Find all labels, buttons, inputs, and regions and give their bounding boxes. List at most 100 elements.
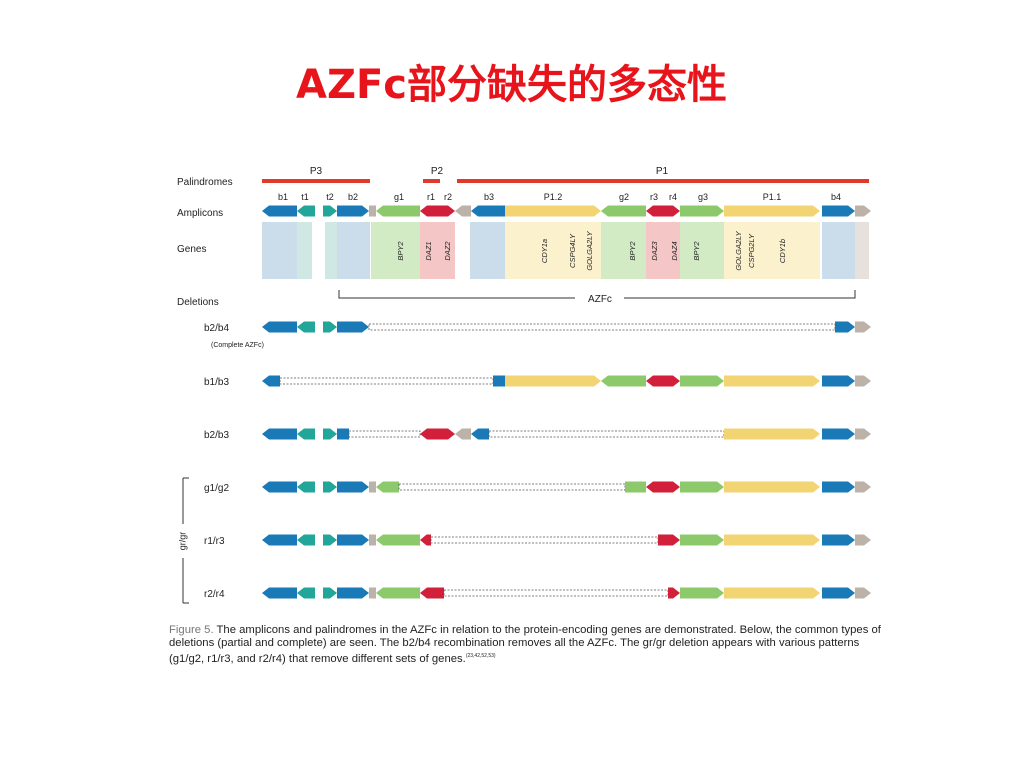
- amplicon-label: g1: [394, 192, 404, 202]
- amplicon-label: t1: [301, 192, 309, 202]
- amp-gray-end: [855, 481, 871, 493]
- amp-gray: [455, 428, 471, 440]
- figure-caption: Figure 5. The amplicons and palindromes …: [169, 624, 881, 666]
- gene-label: GOLGA2LY: [734, 230, 743, 270]
- amp-g1: [376, 205, 420, 217]
- deletion-label: b2/b4: [204, 323, 229, 334]
- amp-r3: [646, 481, 663, 493]
- amplicon-label: r1: [427, 192, 435, 202]
- amp-b4: [822, 375, 855, 387]
- deleted-region: [368, 323, 836, 331]
- amp-g3: [680, 481, 724, 493]
- amp-t1: [297, 534, 315, 546]
- amplicon-label: t2: [326, 192, 334, 202]
- amp-b1: [262, 481, 297, 493]
- amp-t2: [323, 481, 337, 493]
- amp-r1: [420, 534, 431, 546]
- gene-band: [337, 222, 370, 279]
- amplicon-label: b1: [278, 192, 288, 202]
- amp-b4: [822, 587, 855, 599]
- gene-band: [325, 222, 337, 279]
- caption-refs: (23,42,52,53): [465, 653, 496, 659]
- deleted-region: [488, 430, 725, 438]
- amp-g2: [601, 205, 646, 217]
- gene-label: CDY1b: [778, 239, 787, 263]
- deleted-region: [348, 430, 421, 438]
- amp-r4: [663, 481, 680, 493]
- amp-b2: [337, 428, 349, 440]
- spacer-gray: [369, 587, 376, 599]
- amp-b2: [337, 205, 369, 217]
- palindrome-label: P1: [656, 166, 669, 177]
- deletion-label: b2/b3: [204, 430, 229, 441]
- amplicon-label: g3: [698, 192, 708, 202]
- gene-band: [297, 222, 312, 279]
- amp-g2: [601, 375, 646, 387]
- amplicon-label: b2: [348, 192, 358, 202]
- amp-r3: [646, 205, 663, 217]
- amplicon-label: b4: [831, 192, 841, 202]
- gene-label: DAZ3: [650, 241, 659, 261]
- amplicon-label: P1.1: [763, 192, 782, 202]
- palindrome-bar: [457, 179, 869, 183]
- gene-label: DAZ2: [443, 241, 452, 261]
- deleted-region: [279, 377, 494, 385]
- amp-r4: [663, 534, 680, 546]
- palindromes-label: Palindromes: [177, 177, 233, 188]
- amplicon-label: r2: [444, 192, 452, 202]
- amp-g1: [376, 534, 420, 546]
- amp-t2: [323, 534, 337, 546]
- amp-gray-end: [855, 321, 871, 333]
- gene-label: CSPG4LY: [568, 233, 577, 268]
- amp-g3: [680, 587, 724, 599]
- amp-p11: [724, 534, 820, 546]
- deletion-label: r2/r4: [204, 589, 225, 600]
- amp-b1: [262, 428, 297, 440]
- amp-t2: [323, 587, 337, 599]
- gene-label: DAZ1: [424, 241, 433, 260]
- spacer-gray: [369, 481, 376, 493]
- palindrome-bar: [262, 179, 370, 183]
- amp-r2: [438, 587, 444, 599]
- spacer-gray: [369, 534, 376, 546]
- amp-gray: [455, 205, 471, 217]
- gene-label: CDY1a: [540, 239, 549, 263]
- amp-b4: [822, 205, 855, 217]
- amp-gray-end: [855, 375, 871, 387]
- amp-r2: [438, 428, 455, 440]
- amp-r1: [420, 587, 438, 599]
- amp-t2: [323, 205, 337, 217]
- gene-band: [505, 222, 601, 279]
- amp-g1: [376, 587, 420, 599]
- grgr-label: gr/gr: [177, 532, 187, 551]
- amp-b4: [822, 428, 855, 440]
- amp-b4: [835, 321, 855, 333]
- slide-title: AZFc部分缺失的多态性: [296, 62, 727, 108]
- deletion-label: r1/r3: [204, 536, 225, 547]
- amp-r4: [663, 375, 680, 387]
- deleted-region: [443, 589, 669, 597]
- deleted-region: [430, 536, 659, 544]
- amp-g3: [680, 375, 724, 387]
- amp-p11: [724, 205, 820, 217]
- azfc-bracket-left: [338, 290, 575, 299]
- amp-t1: [297, 321, 315, 333]
- amp-t2: [323, 428, 337, 440]
- gene-label: BPY2: [396, 241, 405, 261]
- amp-b1: [262, 321, 297, 333]
- amplicons-label: Amplicons: [177, 208, 223, 219]
- amp-r3: [646, 375, 663, 387]
- spacer: [315, 205, 323, 217]
- gene-band: [420, 222, 438, 279]
- amp-t1: [297, 587, 315, 599]
- amp-gray-end: [855, 534, 871, 546]
- amp-r2: [438, 205, 455, 217]
- gene-band: [646, 222, 663, 279]
- amp-g2: [625, 481, 646, 493]
- gene-band: [724, 222, 820, 279]
- amp-b3: [471, 205, 505, 217]
- caption-text: The amplicons and palindromes in the AZF…: [169, 624, 881, 665]
- amp-gray-end: [855, 587, 871, 599]
- deleted-region: [398, 483, 626, 491]
